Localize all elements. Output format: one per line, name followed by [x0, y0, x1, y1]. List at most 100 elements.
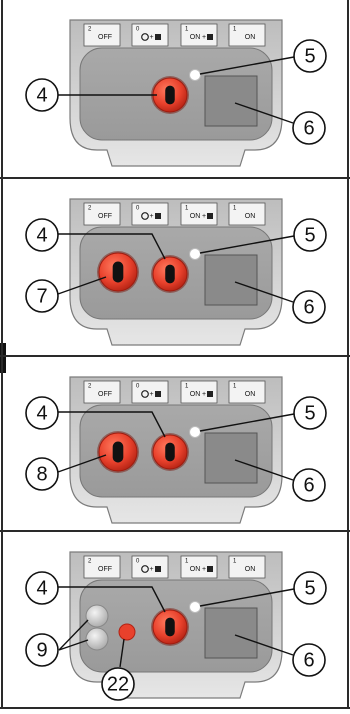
callout-number: 4 — [36, 84, 47, 106]
callout-circle — [25, 78, 59, 112]
callout-4: 4 — [25, 571, 59, 605]
callout-number: 6 — [303, 474, 314, 496]
leader-line — [234, 634, 294, 656]
callout-6: 6 — [292, 468, 326, 502]
tab-frame — [131, 202, 169, 226]
callout-number: 22 — [107, 673, 129, 695]
tab-label-on: ON — [245, 566, 256, 573]
callout-9: 9 — [25, 633, 59, 667]
callout-circle — [25, 633, 59, 667]
callout-8: 8 — [25, 457, 59, 491]
tab-number: 0 — [136, 384, 140, 390]
switch-label-tab: 1ON+ — [180, 23, 218, 47]
tab-plus: + — [202, 213, 206, 220]
tab-number: 1 — [233, 559, 237, 565]
key-slot — [165, 617, 175, 637]
leader-line — [57, 454, 107, 473]
tab-number: 2 — [88, 559, 92, 565]
leader-line — [199, 235, 295, 254]
grey-button — [85, 604, 109, 628]
callout-7: 7 — [25, 279, 59, 313]
switch-label-tab: 1ON+ — [180, 202, 218, 226]
callout-circle — [293, 39, 327, 73]
callout-number: 9 — [36, 639, 47, 661]
tab-frame — [83, 202, 121, 226]
leader-line — [58, 639, 89, 651]
tab-frame — [180, 555, 218, 579]
tab-number: 1 — [185, 27, 189, 33]
key-slot — [112, 441, 124, 463]
tab-frame — [228, 202, 266, 226]
leader-line — [58, 586, 166, 613]
callout-6: 6 — [292, 111, 326, 145]
tab-number: 1 — [185, 206, 189, 212]
tab-label-off: OFF — [98, 391, 112, 398]
tab-number: 0 — [136, 559, 140, 565]
callout-number: 7 — [36, 285, 47, 307]
tab-number: 2 — [88, 384, 92, 390]
switch-label-tab: 0+ — [131, 555, 169, 579]
main-key — [151, 255, 189, 293]
tab-plus: + — [149, 566, 153, 573]
display-box — [204, 432, 258, 484]
steering-icon — [141, 33, 149, 41]
tab-label-off: OFF — [98, 34, 112, 41]
callout-circle — [292, 111, 326, 145]
display-icon — [155, 34, 161, 40]
tab-frame — [83, 23, 121, 47]
callout-number: 5 — [304, 577, 315, 599]
tab-frame — [228, 380, 266, 404]
tab-plus: + — [202, 566, 206, 573]
key-slot — [165, 264, 175, 284]
tab-plus: + — [202, 391, 206, 398]
tab-label-on: ON — [245, 34, 256, 41]
tab-number: 1 — [233, 384, 237, 390]
callout-number: 5 — [304, 402, 315, 424]
callout-circle — [101, 667, 135, 701]
leader-line — [57, 276, 107, 295]
tab-number: 2 — [88, 206, 92, 212]
tab-number: 1 — [185, 559, 189, 565]
switch-label-tab: 1ON+ — [180, 555, 218, 579]
tab-plus: + — [202, 34, 206, 41]
display-box — [204, 75, 258, 127]
callout-circle — [25, 279, 59, 313]
leader-line — [234, 102, 294, 124]
callout-circle — [292, 643, 326, 677]
tab-label-off: OFF — [98, 213, 112, 220]
main-key — [151, 608, 189, 646]
callout-number: 5 — [304, 45, 315, 67]
callout-number: 5 — [304, 224, 315, 246]
display-icon — [155, 566, 161, 572]
left-key — [97, 251, 139, 293]
display-icon — [207, 34, 213, 40]
tab-number: 1 — [233, 27, 237, 33]
left-key — [97, 431, 139, 473]
callout-number: 4 — [36, 402, 47, 424]
main-key — [151, 76, 189, 114]
tab-number: 0 — [136, 206, 140, 212]
steering-icon — [141, 212, 149, 220]
callout-5: 5 — [293, 571, 327, 605]
tab-label-on: ON — [245, 391, 256, 398]
callout-circle — [25, 218, 59, 252]
leader-line — [199, 588, 295, 607]
steering-icon — [141, 565, 149, 573]
leader-line — [58, 411, 166, 438]
key-slot — [165, 85, 175, 105]
leader-line — [234, 459, 294, 481]
leader-line — [119, 638, 125, 668]
tab-plus: + — [149, 391, 153, 398]
tab-label-on: ON — [190, 391, 201, 398]
display-box — [204, 254, 258, 306]
callout-circle — [292, 468, 326, 502]
callout-22: 22 — [101, 667, 135, 701]
